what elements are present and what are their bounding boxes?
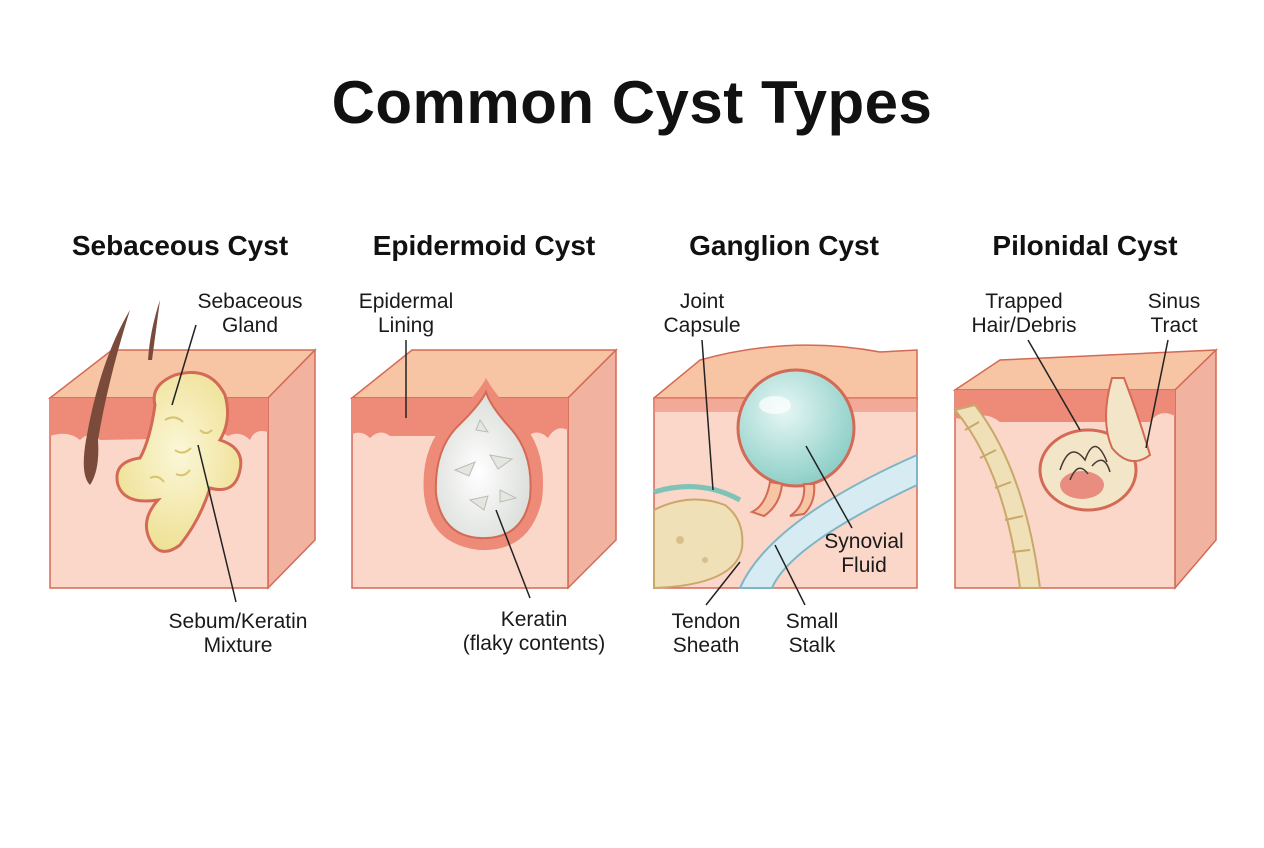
label-line: Sebum/Keratin [168,610,308,633]
panel-title-pilonidal: Pilonidal Cyst [992,230,1178,261]
ganglion-cyst-diagram [653,339,918,606]
label-line: Hair/Debris [971,314,1077,337]
label-line: Gland [221,314,279,337]
label-line: (flaky contents) [462,632,606,655]
panel-title-epidermoid: Epidermoid Cyst [372,230,596,261]
label-line: Joint [679,290,725,313]
page-title: Common Cyst Types [331,69,933,136]
epidermoid-cyst-diagram [349,340,618,599]
label-line: Small [785,610,839,633]
label-line: Synovial [824,530,904,553]
label-keratin: Keratin (flaky contents) [446,608,622,656]
label-synovial-fluid: Synovial Fluid [812,530,916,578]
label-line: Keratin [500,608,568,631]
label-line: Epidermal [358,290,454,313]
label-line: Stalk [788,634,836,657]
label-line: Fluid [841,554,887,577]
label-line: Mixture [203,634,273,657]
label-line: Lining [377,314,435,337]
label-epidermal-lining: Epidermal Lining [350,290,462,338]
panel-title-sebaceous: Sebaceous Cyst [71,230,289,261]
label-line: Capsule [663,314,741,337]
label-line: Tract [1150,314,1198,337]
label-line: Trapped [985,290,1063,313]
label-line: Tendon [671,610,741,633]
sebaceous-cyst-diagram [47,300,317,603]
label-joint-capsule: Joint Capsule [650,290,754,338]
label-line: Sheath [672,634,740,657]
label-trapped-hair: Trapped Hair/Debris [958,290,1090,338]
label-tendon-sheath: Tendon Sheath [658,610,754,658]
pilonidal-cyst-diagram [952,339,1218,591]
label-sinus-tract: Sinus Tract [1134,290,1214,338]
label-sebum-keratin: Sebum/Keratin Mixture [156,610,320,658]
label-sebaceous-gland: Sebaceous Gland [190,290,310,338]
label-small-stalk: Small Stalk [770,610,854,658]
panel-title-ganglion: Ganglion Cyst [689,230,879,261]
label-line: Sinus [1147,290,1201,313]
label-line: Sebaceous [197,290,303,313]
